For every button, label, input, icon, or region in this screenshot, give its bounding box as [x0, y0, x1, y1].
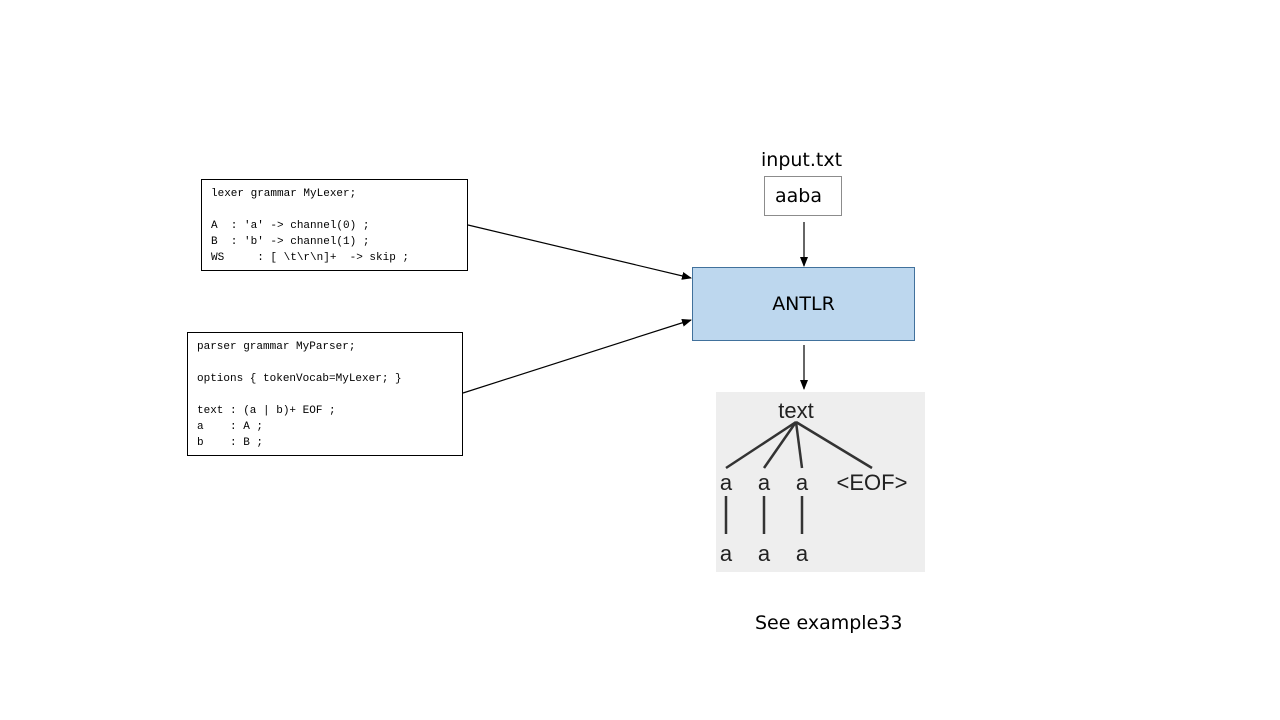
tree-edge — [725, 420, 797, 470]
tree-edge — [794, 421, 804, 469]
tree-child-node: <EOF> — [837, 470, 908, 495]
tree-edge — [795, 420, 873, 470]
tree-child-node: a — [796, 470, 809, 495]
lexer-line: B : 'b' -> channel(1) ; — [211, 236, 370, 248]
parser-line: a : A ; — [197, 421, 264, 433]
lexer-grammar-box: lexer grammar MyLexer; A : 'a' -> channe… — [201, 179, 468, 271]
parser-line: options { tokenVocab=MyLexer; } — [197, 373, 402, 385]
lexer-line: A : 'a' -> channel(0) ; — [211, 220, 370, 232]
parser-line: text : (a | b)+ EOF ; — [197, 405, 336, 417]
parser-to-antlr-arrow — [462, 318, 692, 394]
input-content-box: aaba — [764, 176, 842, 216]
lexer-line: lexer grammar MyLexer; — [211, 188, 357, 200]
tree-leaf-node: a — [796, 541, 809, 566]
tree-leaf-node: a — [758, 541, 771, 566]
input-filename: input.txt — [761, 149, 843, 171]
tree-root-node: text — [778, 398, 813, 423]
parser-line: b : B ; — [197, 437, 264, 449]
lexer-to-antlr-arrow — [467, 224, 692, 280]
antlr-label: ANTLR — [772, 293, 835, 315]
antlr-box: ANTLR — [692, 267, 915, 341]
lexer-line: WS : [ \t\r\n]+ -> skip ; — [211, 252, 410, 264]
parser-grammar-box: parser grammar MyParser; options { token… — [187, 332, 463, 456]
tree-leaf-node: a — [720, 541, 733, 566]
tree-edge — [762, 421, 798, 469]
see-example-note: See example33 — [755, 612, 903, 634]
tree-child-node: a — [720, 470, 733, 495]
parser-line: parser grammar MyParser; — [197, 341, 356, 353]
tree-child-node: a — [758, 470, 771, 495]
